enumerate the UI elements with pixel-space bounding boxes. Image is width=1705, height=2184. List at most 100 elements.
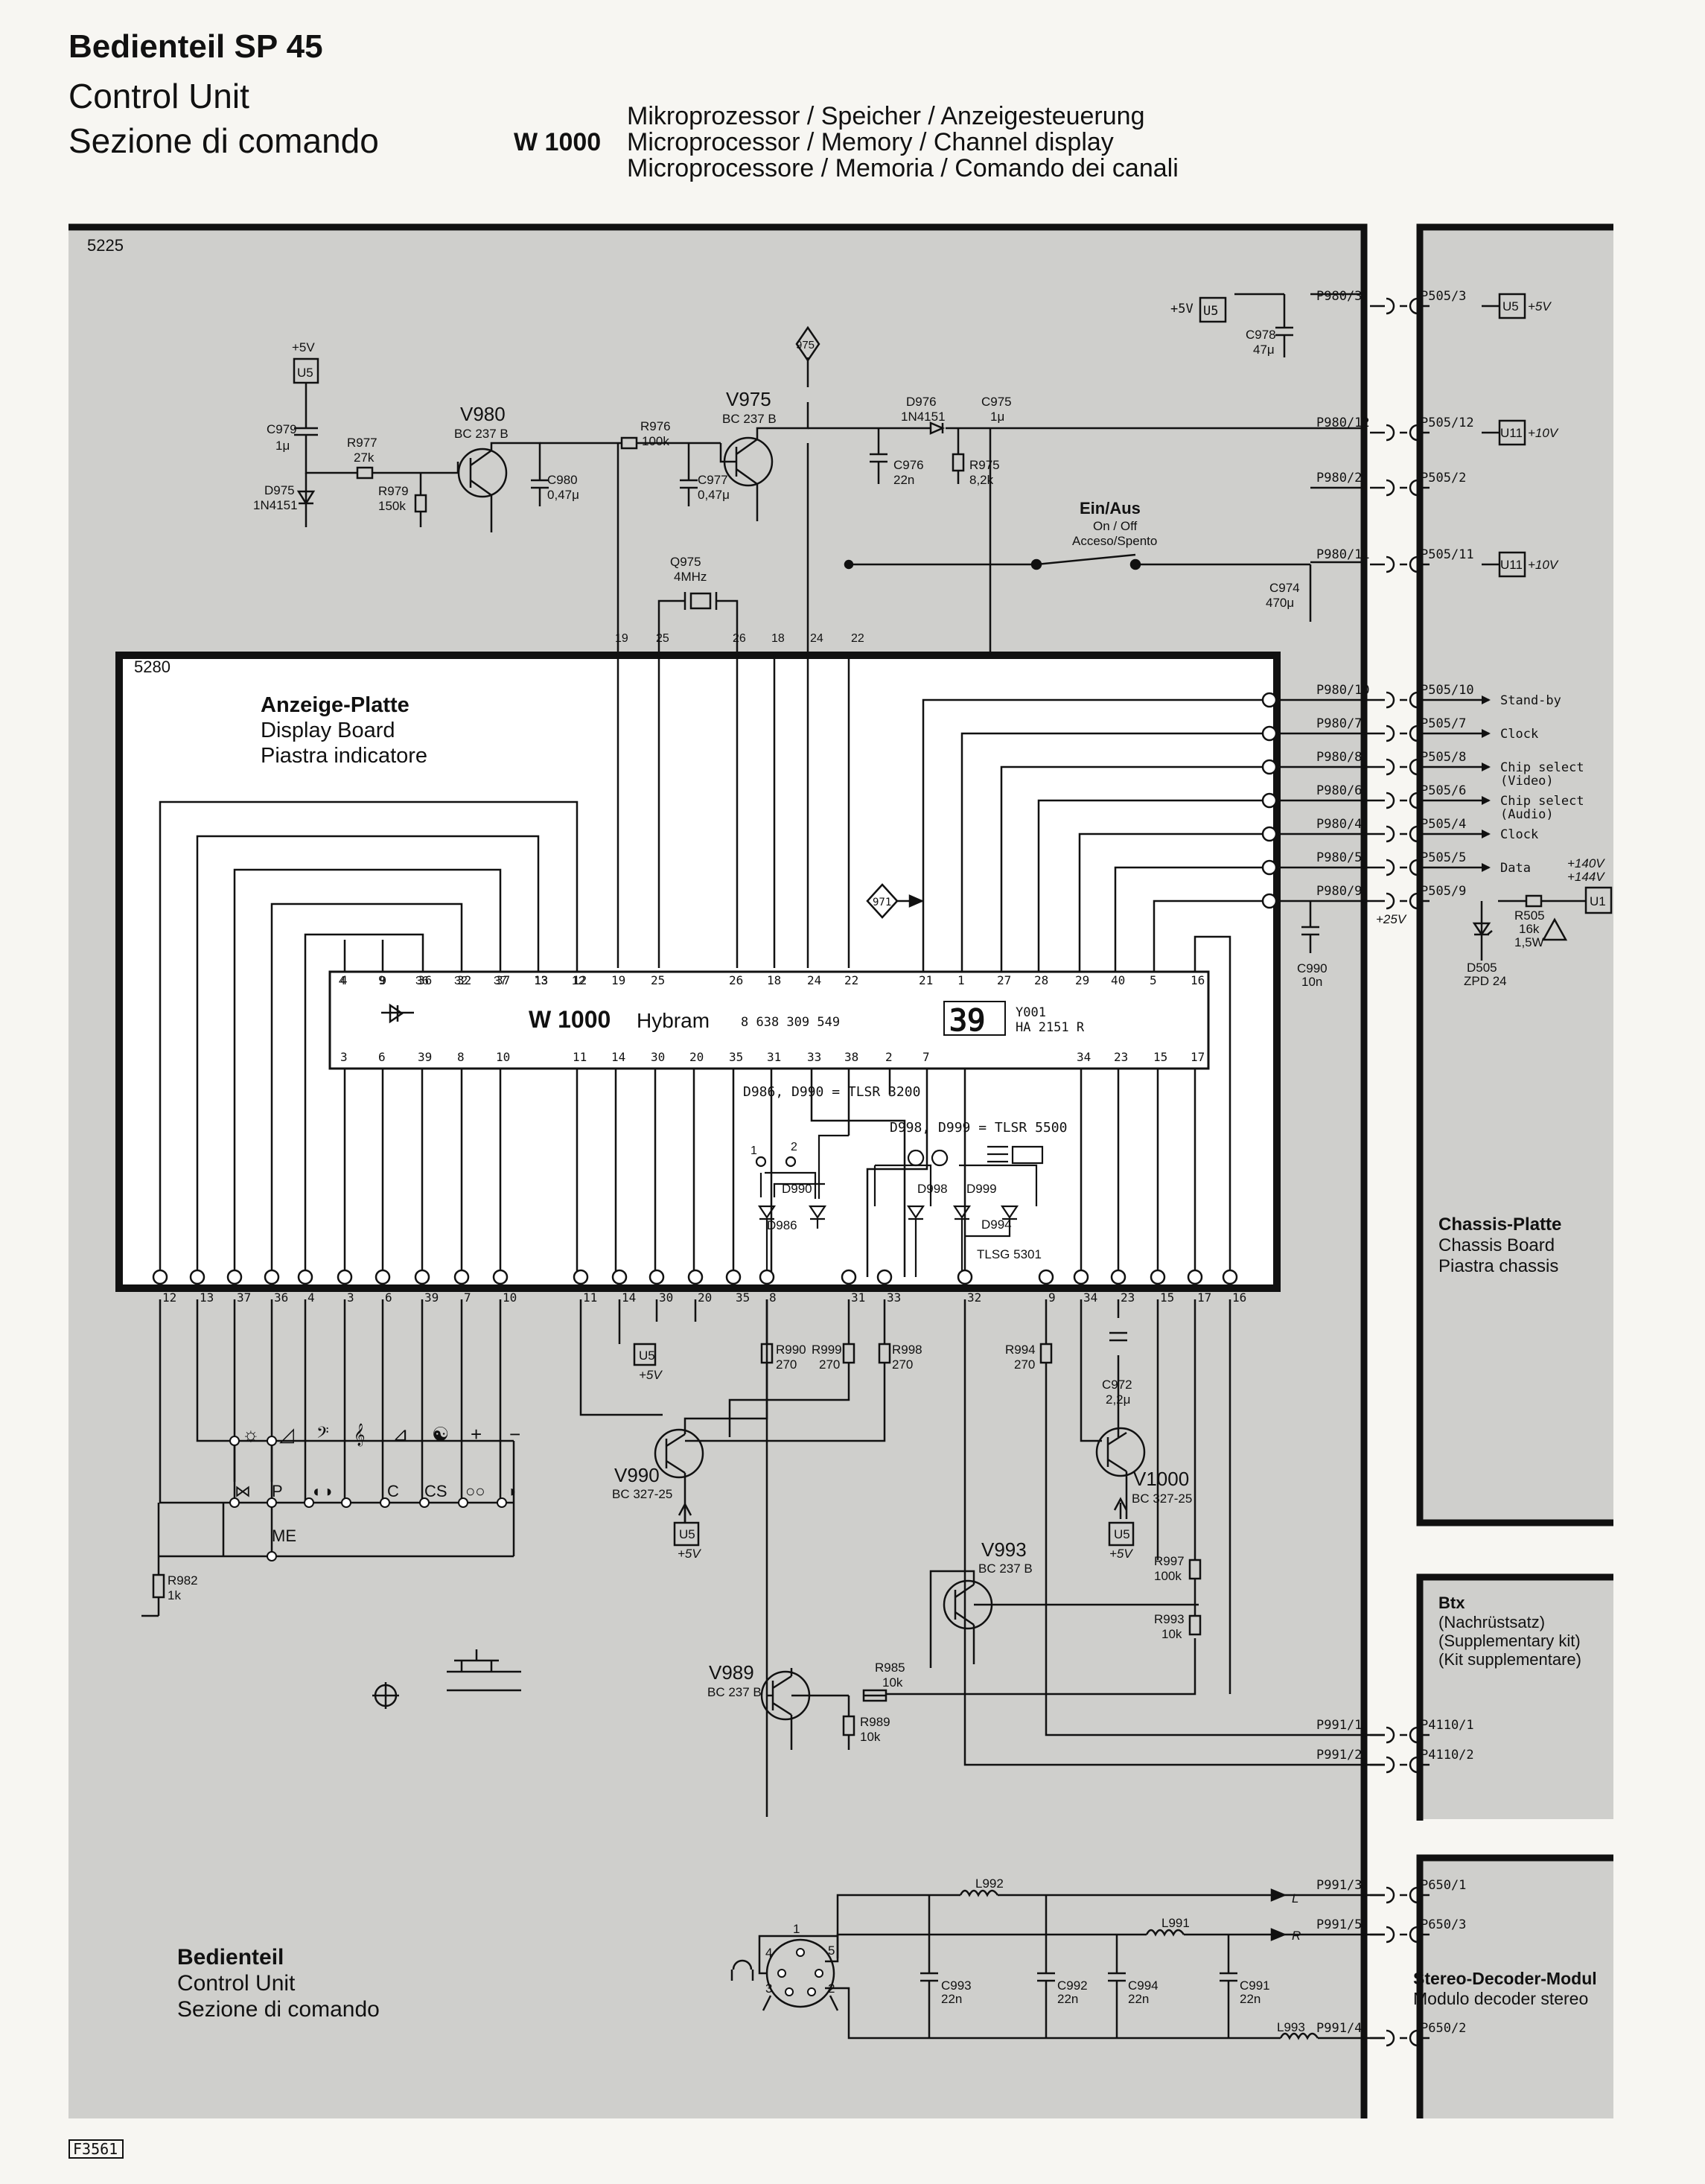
key-symbol: ○○ xyxy=(465,1482,485,1500)
r976-label: R976 xyxy=(640,419,671,433)
p980-node-column xyxy=(1261,692,1370,909)
p980-node xyxy=(1261,859,1278,876)
r975-value: 8,2k xyxy=(969,473,994,487)
key-node xyxy=(341,1497,351,1508)
d505-value: ZPD 24 xyxy=(1464,974,1507,988)
r998-value: 270 xyxy=(892,1357,913,1372)
btx-de: (Nachrüstsatz) xyxy=(1438,1613,1545,1631)
r982-value: 1k xyxy=(168,1588,181,1602)
chip-top-pin-1: 1 xyxy=(957,973,965,987)
board-pin-node xyxy=(1150,1269,1166,1285)
r975-label: R975 xyxy=(969,458,1000,472)
key-node xyxy=(419,1497,430,1508)
chip-top-pin-22: 22 xyxy=(844,973,858,987)
footer-code-box xyxy=(68,2139,124,2159)
d994-label: D994 xyxy=(981,1217,1012,1232)
c977-label: C977 xyxy=(698,473,728,487)
d975-value: 1N4151 xyxy=(253,498,298,512)
c979-label: C979 xyxy=(267,422,297,436)
svg-text:9: 9 xyxy=(380,975,386,987)
r979-label: R979 xyxy=(378,484,409,498)
connector-label: P505/2 xyxy=(1421,471,1466,485)
me-label: ME xyxy=(272,1526,296,1545)
din-pin-4: 4 xyxy=(765,1946,772,1960)
c979-value: 1μ xyxy=(275,439,290,453)
control-unit-en: Control Unit xyxy=(177,1971,296,1996)
chip-top-pin-26: 26 xyxy=(729,973,743,987)
connector-label: P505/8 xyxy=(1421,750,1466,765)
led-note-2: D998, D999 = TLSR 5500 xyxy=(890,1120,1067,1136)
r982-label: R982 xyxy=(168,1573,198,1588)
chip-top-pin-32: 32 xyxy=(457,973,471,987)
display-ref: Y001 xyxy=(1016,1005,1046,1020)
board-pin-label-35: 35 xyxy=(736,1290,750,1305)
board-pin-label-32: 32 xyxy=(967,1290,981,1305)
d975-label: D975 xyxy=(264,483,295,497)
svg-text:18: 18 xyxy=(771,632,785,645)
control-section-wiring xyxy=(157,1299,1385,1817)
w1000-chip xyxy=(328,970,1210,1070)
key-symbol: 𝄞 xyxy=(354,1423,365,1447)
board-pin-node xyxy=(648,1269,665,1285)
u11-label-2: U11 xyxy=(1500,558,1523,572)
signal-name: Data xyxy=(1500,861,1531,876)
svg-text:24: 24 xyxy=(810,632,823,645)
d505-label: D505 xyxy=(1467,961,1497,975)
r997-value: 100k xyxy=(1154,1569,1182,1583)
chip-top-wires xyxy=(616,655,850,968)
svg-text:26: 26 xyxy=(733,632,746,645)
chip-bottom-pin-3: 3 xyxy=(340,1050,348,1064)
v993-type: BC 237 B xyxy=(978,1561,1033,1576)
svg-text:4: 4 xyxy=(339,975,345,987)
key-node xyxy=(380,1497,390,1508)
r999-label: R999 xyxy=(812,1343,842,1357)
board-pin-node xyxy=(453,1269,470,1285)
v990-type: BC 327-25 xyxy=(612,1487,672,1501)
chip-bottom-pin-30: 30 xyxy=(651,1050,665,1064)
connector-label: P650/2 xyxy=(1421,2021,1466,2036)
chip-bottom-pin-20: 20 xyxy=(689,1050,704,1064)
board-pin-node xyxy=(876,1269,893,1285)
page-title: Bedienteil SP 45 xyxy=(68,28,323,65)
board-pin-node xyxy=(725,1269,742,1285)
board-pin-label-23: 23 xyxy=(1121,1290,1135,1305)
board-pin-label-12: 12 xyxy=(162,1290,176,1305)
svg-text:36: 36 xyxy=(415,975,429,987)
chip-top-pin-36: 36 xyxy=(418,973,432,987)
d976-label: D976 xyxy=(906,395,937,409)
connector-label: P991/5 xyxy=(1316,1917,1362,1932)
connector-label: P505/7 xyxy=(1421,716,1466,731)
key-node xyxy=(458,1497,468,1508)
d994-value: TLSG 5301 xyxy=(977,1247,1042,1261)
subtitle-en: Control Unit xyxy=(68,77,249,115)
signal-name-sub: (Audio) xyxy=(1500,807,1554,822)
board-pin-node xyxy=(492,1269,509,1285)
board-pin-label-9: 9 xyxy=(1048,1290,1056,1305)
v980-type: BC 237 B xyxy=(454,427,509,441)
connector-label: P991/1 xyxy=(1316,1718,1362,1733)
board-pin-node xyxy=(957,1269,973,1285)
r990-value: 270 xyxy=(776,1357,797,1372)
c991-value: 22n xyxy=(1240,1992,1261,2006)
board-pin-label-8: 8 xyxy=(769,1290,777,1305)
u5-v1000-label: U5 xyxy=(1114,1527,1130,1541)
outer-board-id: 5225 xyxy=(87,236,124,255)
board-pin-label-16: 16 xyxy=(1232,1290,1246,1305)
c990-value: 10n xyxy=(1301,975,1322,989)
r993-value: 10k xyxy=(1161,1627,1182,1641)
connector-label: P980/4 xyxy=(1316,817,1362,832)
reset-circuit xyxy=(293,293,1363,655)
u5-voltage-label: +5V xyxy=(292,340,315,354)
chip-symbol-icon xyxy=(381,1003,414,1024)
led-note-1: D986, D990 = TLSR 3200 xyxy=(743,1084,920,1100)
desc-de: Mikroprozessor / Speicher / Anzeigesteue… xyxy=(627,102,1145,130)
svg-text:22: 22 xyxy=(851,632,864,645)
chip-top-pin-19: 19 xyxy=(611,973,625,987)
chip-bottom-pin-14: 14 xyxy=(611,1050,625,1064)
r505-value: 16k xyxy=(1519,922,1540,936)
connector-label: P4110/2 xyxy=(1421,1748,1474,1763)
